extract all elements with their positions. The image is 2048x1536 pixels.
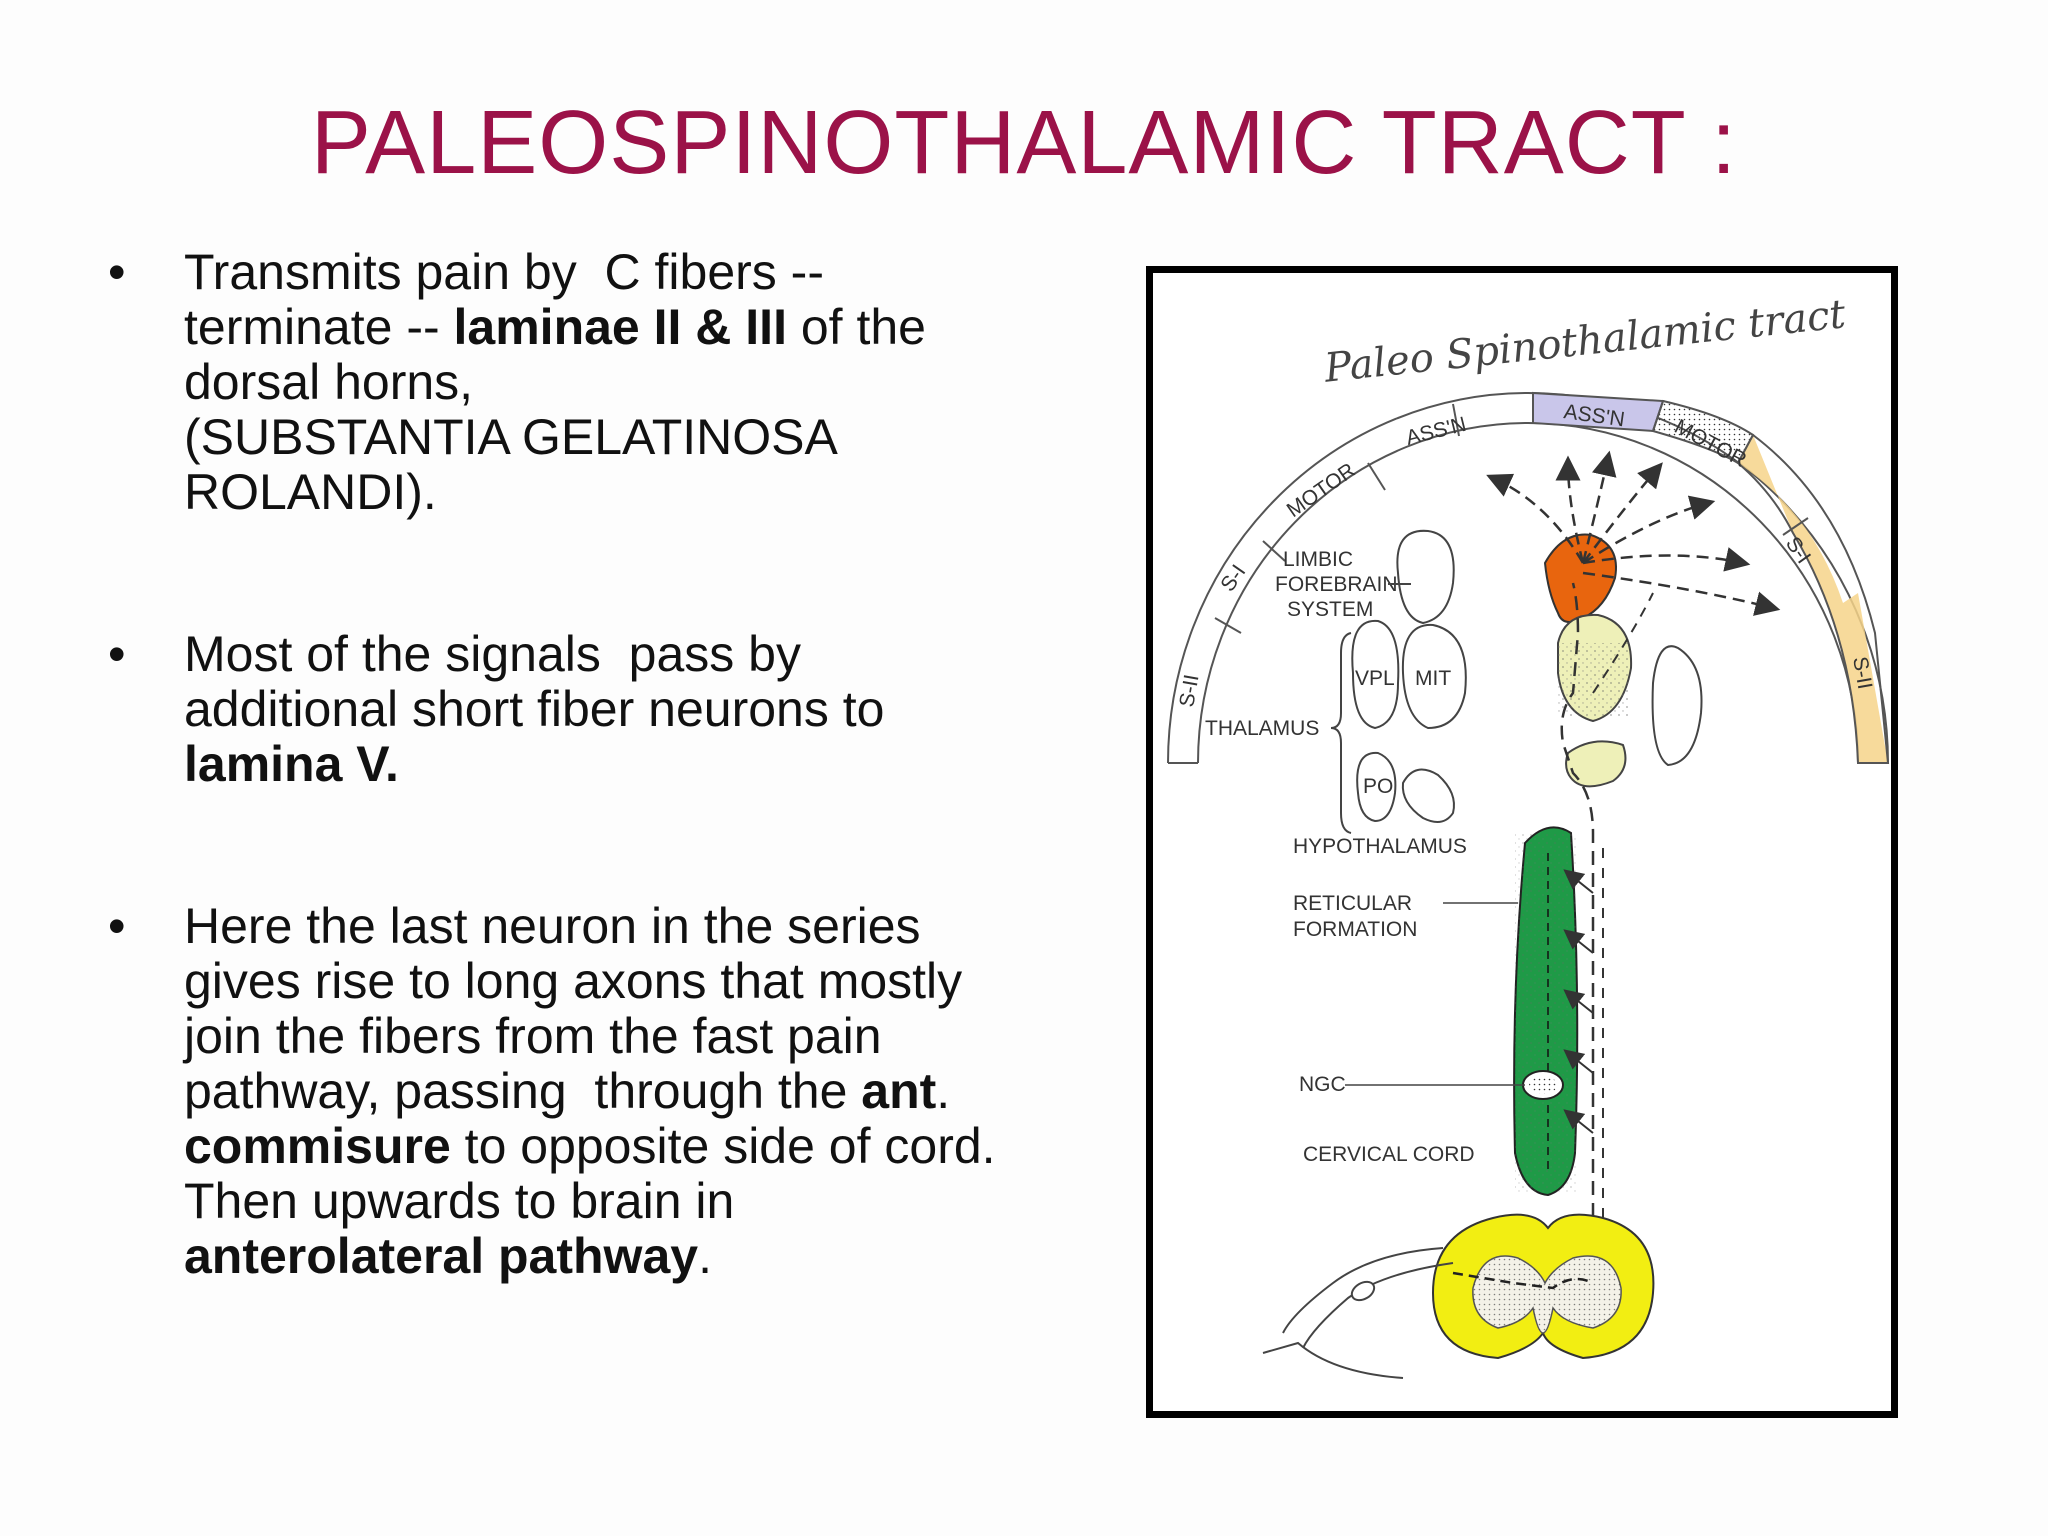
right-thalamus-blob: [1651, 645, 1703, 767]
bullet-line: Then upwards to brain in: [184, 1174, 1068, 1229]
ascending-fibers: [1560, 582, 1595, 1283]
label-s2-left: S-II: [1175, 673, 1203, 709]
label-limbic: LIMBIC: [1283, 548, 1353, 571]
bullet-line: commisure to opposite side of cord.: [184, 1119, 1068, 1174]
text-segment: .: [698, 1228, 712, 1284]
po-nucleus: [1356, 751, 1397, 823]
label-thalamus: THALAMUS: [1205, 717, 1319, 740]
label-mit: MIT: [1415, 667, 1451, 690]
text-segment: .: [936, 1063, 951, 1119]
label-s2-right: S-II: [1848, 655, 1876, 691]
bold-text: laminae II & III: [453, 299, 787, 355]
label-assn-left: ASS'N: [1404, 413, 1469, 450]
bullet-line: join the fibers from the fast pain: [184, 1009, 1068, 1064]
text-segment: pathway, passing through the: [184, 1063, 862, 1119]
text-segment: dorsal horns,: [184, 354, 474, 410]
bullet-text: Transmits pain by C fibers --terminate -…: [184, 245, 1068, 520]
bold-text: ant: [861, 1063, 937, 1119]
label-forebrain: FOREBRAIN: [1275, 573, 1398, 596]
text-segment: gives rise to long axons that mostly: [184, 953, 963, 1009]
bold-text: commisure: [184, 1118, 451, 1174]
bullet-line: dorsal horns,: [184, 355, 1068, 410]
limbic-blob: [1396, 529, 1455, 625]
label-motor-left: MOTOR: [1283, 459, 1360, 522]
slide-title: PALEOSPINOTHALAMIC TRACT :: [310, 93, 1738, 193]
label-system: SYSTEM: [1287, 598, 1373, 621]
bold-text: lamina V.: [184, 736, 399, 792]
bullet-line: terminate -- laminae II & III of the: [184, 300, 1068, 355]
label-formation: FORMATION: [1293, 918, 1417, 941]
bullet-dot: •: [108, 898, 126, 954]
label-ngc: NGC: [1299, 1073, 1346, 1096]
label-po: PO: [1363, 775, 1393, 798]
bullet-line: Transmits pain by C fibers --: [184, 245, 1068, 300]
text-segment: to opposite side of cord.: [450, 1118, 996, 1174]
text-segment: of the: [786, 299, 926, 355]
bullet-line: gives rise to long axons that mostly: [184, 954, 1068, 1009]
vpl-nucleus: [1351, 619, 1400, 730]
text-segment: Most of the signals pass by: [184, 626, 801, 682]
cortex-arc-left-outer: [1167, 392, 1529, 764]
bullet-line: ROLANDI).: [184, 465, 1068, 520]
text-segment: join the fibers from the fast pain: [184, 1008, 882, 1064]
bullet-line: anterolateral pathway.: [184, 1229, 1068, 1284]
text-segment: additional short fiber neurons to: [184, 681, 885, 737]
bold-text: anterolateral pathway: [184, 1228, 699, 1284]
label-reticular: RETICULAR: [1293, 892, 1412, 915]
text-segment: terminate --: [184, 299, 454, 355]
label-vpl: VPL: [1355, 667, 1395, 690]
bullet-dot: •: [108, 244, 126, 300]
mit-nucleus: [1401, 623, 1467, 730]
bullet-line: Most of the signals pass by: [184, 627, 1068, 682]
bullet-line: (SUBSTANTIA GELATINOSA: [184, 410, 1068, 465]
text-segment: (SUBSTANTIA GELATINOSA: [184, 409, 838, 465]
label-hypothalamus: HYPOTHALAMUS: [1293, 835, 1467, 858]
bullet-dot: •: [108, 626, 126, 682]
label-cervical-cord: CERVICAL CORD: [1303, 1143, 1475, 1166]
text-segment: Here the last neuron in the series: [184, 898, 921, 954]
diagram-svg: Paleo Spinothalamic tract ASS'N MOTOR S-…: [1167, 291, 1890, 1379]
lower-nucleus: [1565, 740, 1627, 788]
bullet-item: • Transmits pain by C fibers --terminate…: [108, 245, 1068, 520]
tract-diagram: Paleo Spinothalamic tract ASS'N MOTOR S-…: [1146, 266, 1898, 1418]
somatosensory-region-right: [1738, 435, 1888, 763]
bullet-line: pathway, passing through the ant.: [184, 1064, 1068, 1119]
bullet-line: additional short fiber neurons to: [184, 682, 1068, 737]
figure-title: Paleo Spinothalamic tract: [1321, 291, 1848, 392]
label-s1-left: S-I: [1216, 561, 1250, 596]
orange-target: [1543, 533, 1617, 623]
hypothalamus-blob: [1401, 768, 1455, 823]
text-segment: Then upwards to brain in: [184, 1173, 735, 1229]
text-segment: Transmits pain by C fibers --: [184, 244, 824, 300]
bullet-list: • Transmits pain by C fibers --terminate…: [108, 245, 1068, 1391]
cortex-arc-left-inner: [1197, 422, 1529, 764]
bullet-line: Here the last neuron in the series: [184, 899, 1068, 954]
text-segment: ROLANDI).: [184, 464, 437, 520]
bullet-line: lamina V.: [184, 737, 1068, 792]
